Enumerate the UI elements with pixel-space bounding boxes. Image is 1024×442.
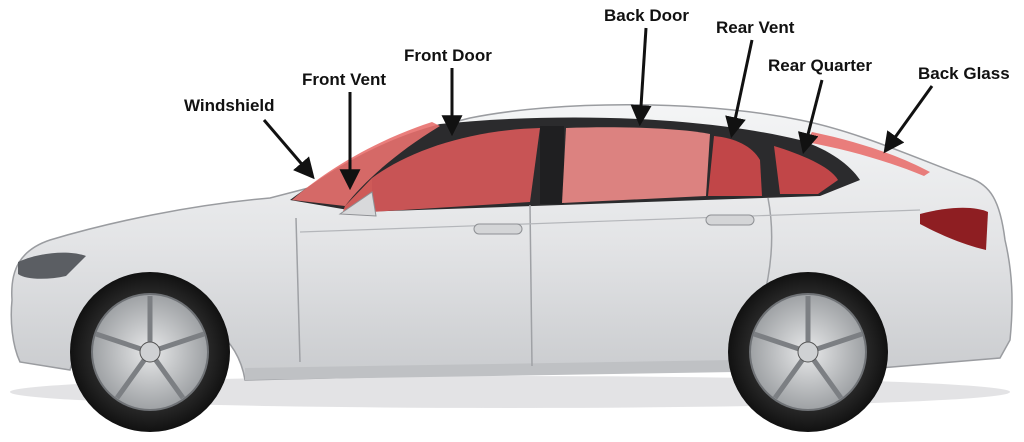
rear-quarter-glass <box>774 146 838 194</box>
back-door-handle <box>705 214 755 226</box>
back-door-arrow <box>630 27 652 127</box>
b-pillar <box>540 126 564 204</box>
back-glass <box>806 132 930 176</box>
label-back-glass: Back Glass <box>918 64 1010 83</box>
taillight <box>920 207 988 250</box>
windshield-glass <box>292 122 440 206</box>
rear-wheel <box>728 272 888 432</box>
front-door-glass <box>372 128 540 212</box>
rear-vent-glass <box>708 136 762 196</box>
label-rear-quarter: Rear Quarter <box>768 56 872 75</box>
front-door-seam <box>295 217 301 363</box>
front-wheel <box>70 272 230 432</box>
headlight <box>18 252 86 279</box>
windshield-arrow <box>262 119 315 180</box>
label-rear-vent: Rear Vent <box>716 18 795 37</box>
back-glass-arrow <box>883 85 934 154</box>
front-door-handle <box>473 223 523 235</box>
label-windshield: Windshield <box>184 96 275 115</box>
label-front-door: Front Door <box>404 46 492 65</box>
label-back-door: Back Door <box>604 6 690 25</box>
rocker-panel <box>245 360 735 380</box>
beltline <box>299 209 921 233</box>
back-door-glass <box>562 127 710 203</box>
rear-quarter-arrow <box>798 79 824 155</box>
rear-vent-arrow <box>725 39 754 139</box>
label-front-vent: Front Vent <box>302 70 387 89</box>
side-mirror <box>338 191 377 217</box>
middle-door-seam <box>529 204 533 367</box>
